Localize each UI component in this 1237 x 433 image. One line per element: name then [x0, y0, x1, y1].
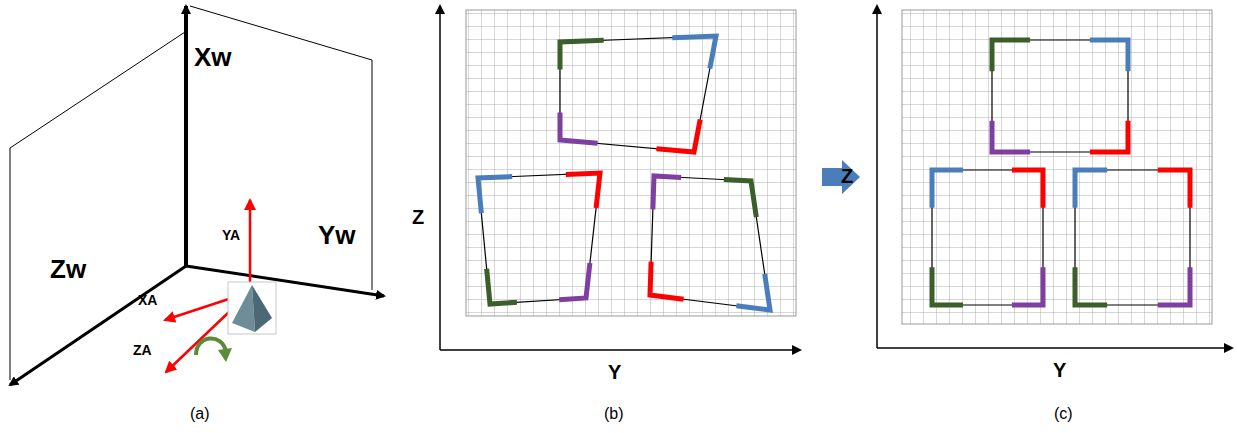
- corner-marker: [650, 262, 684, 300]
- corner-marker: [932, 170, 963, 208]
- transform-arrow: [822, 160, 860, 194]
- axis-label: Y: [1053, 360, 1066, 380]
- corner-marker: [478, 177, 512, 214]
- corner-marker: [656, 120, 700, 152]
- corner-marker: [1158, 267, 1190, 305]
- corner-marker: [992, 121, 1030, 152]
- corner-marker: [487, 269, 517, 304]
- axis-label: Y: [608, 362, 621, 382]
- axis: [440, 349, 800, 351]
- square-outline: [478, 173, 600, 304]
- axis-label: Yw: [318, 222, 356, 248]
- corner-marker: [1158, 170, 1190, 208]
- corner-marker: [559, 263, 590, 300]
- corner-marker: [932, 267, 963, 305]
- corner-marker: [736, 274, 770, 310]
- corner-marker: [724, 180, 756, 218]
- corner-marker: [1090, 40, 1128, 71]
- square-outline: [650, 176, 770, 310]
- corner-marker: [1075, 267, 1107, 305]
- world-axes: [10, 6, 384, 385]
- axis-label: Zw: [50, 256, 86, 282]
- corner-marker: [566, 173, 600, 208]
- marker-squares: [478, 36, 1190, 310]
- axis: [439, 6, 441, 350]
- corner-marker: [1090, 121, 1128, 152]
- corner-marker: [560, 113, 598, 144]
- axis-label: Z: [841, 166, 853, 186]
- rotation-arrow: [196, 338, 232, 362]
- corner-marker: [560, 40, 604, 69]
- panel-label: (b): [604, 406, 624, 422]
- square-outline: [932, 170, 1043, 305]
- corner-marker: [672, 36, 716, 68]
- world-planes: [10, 6, 372, 380]
- square-outline: [992, 40, 1128, 152]
- grid: [902, 10, 1212, 324]
- axis-label: YA: [222, 228, 240, 242]
- panel-label: (c): [1054, 406, 1073, 422]
- axis: [877, 347, 1232, 349]
- corner-marker: [1012, 267, 1043, 305]
- axis-label: Z: [412, 207, 424, 227]
- axis-label: Xw: [194, 44, 232, 70]
- corner-marker: [1075, 170, 1107, 208]
- corner-marker: [1012, 170, 1043, 208]
- square-outline: [1075, 170, 1190, 305]
- grid: [466, 10, 796, 316]
- square-outline: [560, 36, 716, 152]
- corner-marker: [992, 40, 1030, 71]
- axis: [876, 6, 878, 348]
- axis-label: ZA: [133, 343, 152, 357]
- corner-marker: [653, 176, 681, 209]
- axis-label: XA: [138, 293, 157, 307]
- panel-label: (a): [190, 406, 210, 422]
- pyramid: [228, 282, 276, 334]
